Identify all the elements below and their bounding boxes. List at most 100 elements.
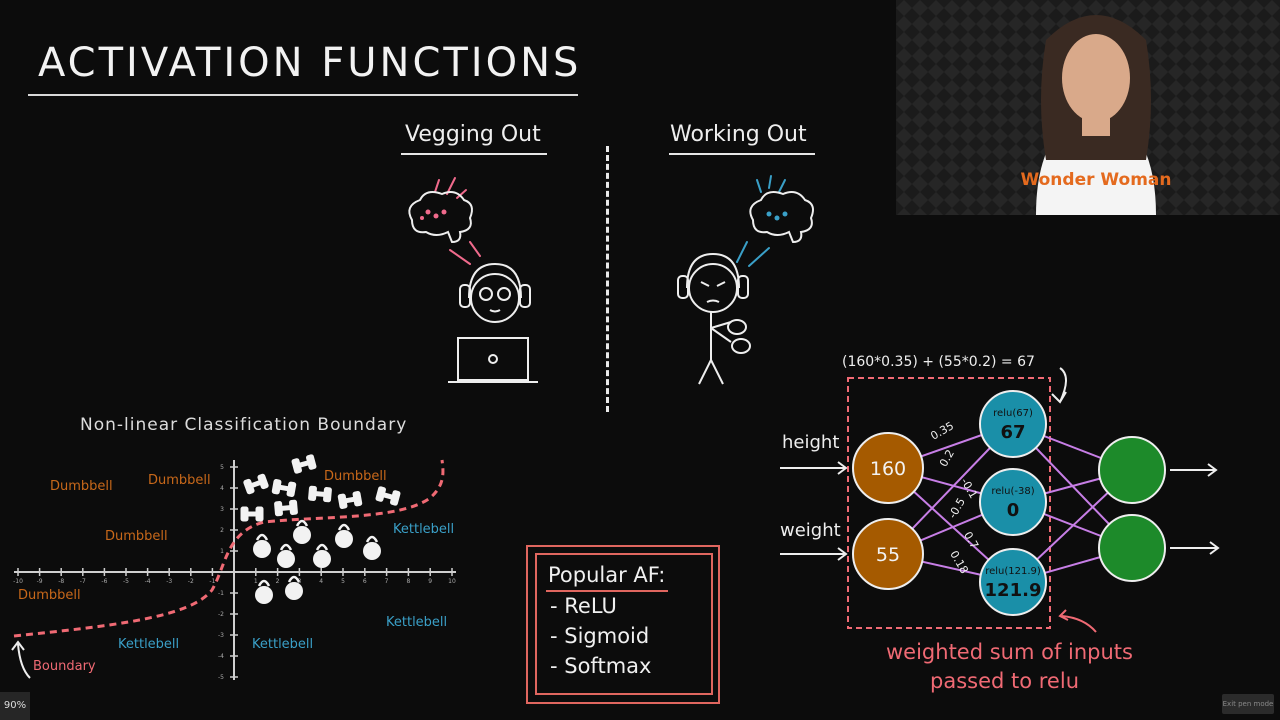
x-tick-label: 5 (341, 578, 345, 585)
dumbbell-icon (240, 506, 264, 522)
hidden-node-function: relu(121.9) (985, 566, 1041, 577)
y-tick-label: -2 (218, 611, 224, 618)
dumbbell-label: Dumbbell (148, 473, 211, 488)
dumbbell-icon (337, 491, 363, 509)
x-tick-label: -6 (101, 578, 107, 585)
dumbbell-label: Dumbbell (324, 469, 387, 484)
kettlebell-label: Kettlebell (386, 615, 448, 630)
vegging-out-underline (401, 153, 547, 155)
y-tick-label: -3 (218, 632, 224, 639)
working-out-label: Working Out (670, 122, 807, 147)
exit-pen-mode-button[interactable]: Exit pen mode (1222, 694, 1274, 714)
webcam-overlay: Wonder Woman (896, 0, 1280, 215)
shirt-text: Wonder Woman (1020, 170, 1171, 190)
x-tick-label: -1 (209, 578, 215, 585)
title-underline (28, 94, 578, 96)
vegging-out-illustration (408, 177, 538, 383)
x-tick-label: 10 (448, 578, 456, 585)
input-node (852, 518, 924, 590)
laptop-icon (448, 337, 538, 383)
x-tick-label: 1 (254, 578, 258, 585)
neural-network-diagram: 0.350.2-0.1-0.50.70.18 16055relu(67)67re… (780, 367, 1220, 633)
kettlebell-label: Kettlebell (393, 522, 455, 537)
dumbbell-icon (308, 485, 332, 503)
y-tick-label: 2 (220, 527, 224, 534)
boundary-label: Boundary (33, 659, 96, 674)
kettlebell-icons (253, 519, 381, 604)
weight-labels: 0.350.2-0.1-0.50.70.18 (928, 419, 981, 576)
popular-af-item: - Sigmoid (550, 624, 650, 648)
input-label-weight: weight (780, 520, 841, 541)
weight-label: 0.35 (928, 419, 956, 443)
dumbbell-icon (375, 486, 401, 506)
x-tick-label: -4 (145, 578, 151, 585)
working-out-underline (669, 153, 815, 155)
hidden-node (979, 390, 1047, 458)
weight-label: -0.5 (946, 496, 968, 521)
hidden-node-value: 121.9 (985, 580, 1042, 601)
kettlebell-icon (255, 579, 273, 604)
boundary-arrow (11, 640, 31, 679)
y-tick-label: 4 (220, 485, 224, 492)
hidden-node (979, 548, 1047, 616)
network-caption-line1: weighted sum of inputs (886, 640, 1133, 664)
kettlebell-icon (363, 535, 381, 560)
kettlebell-label: Kettlebell (118, 637, 180, 652)
x-tick-label: -10 (13, 578, 23, 585)
hidden-node-function: relu(-38) (991, 486, 1034, 497)
dumbbell-label: Dumbbell (50, 479, 113, 494)
person-icon (677, 252, 751, 385)
brain-icon (408, 191, 473, 244)
person-icon (459, 262, 531, 323)
x-tick-label: -8 (58, 578, 64, 585)
kettlebell-icon (313, 543, 331, 568)
hidden-node-value: 0 (1007, 500, 1020, 521)
zoom-level[interactable]: 90% (0, 692, 30, 720)
popular-af-underline (546, 590, 668, 592)
x-tick-label: 7 (385, 578, 389, 585)
hidden-node (979, 468, 1047, 536)
network-nodes: 16055relu(67)67relu(-38)0relu(121.9)121.… (852, 390, 1166, 616)
x-tick-label: 4 (319, 578, 323, 585)
vegging-out-label: Vegging Out (405, 122, 541, 147)
output-node (1098, 514, 1166, 582)
input-node (852, 432, 924, 504)
presenter-video: Wonder Woman (896, 0, 1280, 215)
popular-af-title: Popular AF: (548, 563, 666, 587)
dumbbell-icon (291, 454, 317, 474)
kettlebell-label: Kettlebell (252, 637, 314, 652)
kettlebell-icon (277, 543, 295, 568)
popular-af-item: - ReLU (550, 594, 617, 618)
dumbbell-label: Dumbbell (18, 588, 81, 603)
weight-label: 0.7 (961, 529, 981, 551)
hidden-layer-box (847, 377, 1051, 629)
dumbbell-icon (243, 473, 269, 495)
y-tick-label: 3 (220, 506, 224, 513)
hidden-node-function: relu(67) (993, 408, 1033, 419)
slide-title: ACTIVATION FUNCTIONS (38, 40, 582, 86)
working-out-illustration (677, 175, 814, 385)
x-tick-label: -7 (80, 578, 86, 585)
formula-arrow (1051, 367, 1067, 404)
y-tick-label: 1 (220, 548, 224, 555)
y-tick-label: 5 (220, 464, 224, 471)
kettlebell-icon (253, 533, 271, 558)
weighted-sum-formula: (160*0.35) + (55*0.2) = 67 (842, 354, 1035, 370)
dumbbell-label: Dumbbell (105, 529, 168, 544)
popular-af-box-inner (535, 553, 713, 695)
dumbbell-icon (271, 479, 297, 497)
kettlebell-icon (285, 575, 303, 600)
x-tick-label: -2 (188, 578, 194, 585)
output-node (1098, 436, 1166, 504)
input-arrows (780, 461, 848, 561)
x-tick-label: 6 (363, 578, 367, 585)
x-tick-label: 8 (406, 578, 410, 585)
x-tick-label: -5 (123, 578, 129, 585)
popular-af-item: - Softmax (550, 654, 652, 678)
y-tick-label: -1 (218, 590, 224, 597)
x-tick-label: 9 (428, 578, 432, 585)
brain-icon (749, 191, 814, 244)
output-arrows (1170, 463, 1220, 555)
face (1062, 34, 1130, 122)
